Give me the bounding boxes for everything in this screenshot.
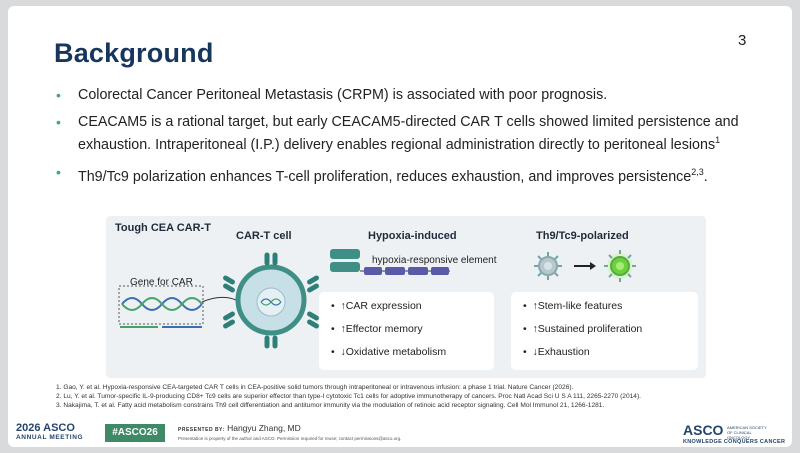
arrow-icon <box>201 296 237 303</box>
meeting-logo: 2026 ASCO ANNUAL MEETING <box>16 422 84 442</box>
hre-construct-icon <box>330 249 450 275</box>
citation-sup: 1 <box>715 135 721 145</box>
car-t-cell-label: CAR-T cell <box>236 230 292 242</box>
figure-graphics <box>118 249 636 349</box>
effect-item: • ↑Effector memory <box>331 323 423 335</box>
copyright-notice: Presentation is property of the author a… <box>178 436 402 441</box>
dna-gene-icon <box>118 285 204 328</box>
presenter-line: PRESENTED BY: Hangyu Zhang, MD <box>178 423 301 433</box>
figure-header: Tough CEA CAR-T <box>115 222 211 234</box>
bullet-end-period: . <box>703 168 708 185</box>
reference-item: 3. Nakajima, T. et al. Fatty acid metabo… <box>56 402 605 410</box>
slide-footer: 2026 ASCO ANNUAL MEETING #ASCO26 PRESENT… <box>8 420 792 447</box>
polarized-effects-card: • ↑Stem-like features • ↑Sustained proli… <box>511 292 698 370</box>
page-number: 3 <box>738 32 747 49</box>
bullet-item: • CEACAM5 is a rational target, but earl… <box>56 113 756 154</box>
slide-title: Background <box>54 38 214 68</box>
effect-item: • ↑Sustained proliferation <box>523 323 643 335</box>
effect-item: • ↑CAR expression <box>331 300 422 312</box>
bullet-dot-icon: • <box>56 114 61 130</box>
slide: Background 3 • Colorectal Cancer Periton… <box>8 6 792 447</box>
polarized-cell-icon <box>604 250 636 282</box>
citation-sup: 2,3 <box>691 166 704 177</box>
hre-label: hypoxia-responsive element <box>372 255 497 266</box>
bullet-dot-icon: • <box>56 163 61 180</box>
arrow-right-icon <box>574 262 596 270</box>
effect-item: • ↓Exhaustion <box>523 346 590 358</box>
hypoxia-title: Hypoxia-induced <box>368 230 457 242</box>
asco-logo: ASCO <box>683 422 724 438</box>
asco-logo-sub: AMERICAN SOCIETY OF CLINICAL ONCOLOGY <box>727 425 767 440</box>
car-t-cell-icon <box>223 252 319 349</box>
effect-item: • ↑Stem-like features <box>523 300 623 312</box>
asco-tagline: KNOWLEDGE CONQUERS CANCER <box>683 439 786 445</box>
reference-item: 1. Gao, Y. et al. Hypoxia-responsive CEA… <box>56 384 574 391</box>
naive-cell-icon <box>534 252 562 280</box>
polarized-title: Th9/Tc9-polarized <box>536 230 629 242</box>
bullet-text: Colorectal Cancer Peritoneal Metastasis … <box>78 87 608 103</box>
bullet-item: • Colorectal Cancer Peritoneal Metastasi… <box>56 86 756 104</box>
hashtag-badge: #ASCO26 <box>105 424 165 442</box>
gene-for-car-label: Gene for CAR <box>130 277 193 288</box>
effect-item: • ↓Oxidative metabolism <box>331 346 447 358</box>
presenter-name: Hangyu Zhang, MD <box>227 423 301 433</box>
bullet-text: Th9/Tc9 polarization enhances T-cell pro… <box>78 168 692 185</box>
hypoxia-effects-card: • ↑CAR expression • ↑Effector memory • ↓… <box>319 292 494 370</box>
references: 1. Gao, Y. et al. Hypoxia-responsive CEA… <box>56 383 641 411</box>
bullet-dot-icon: • <box>56 87 61 103</box>
reference-item: 2. Lu, Y. et al. Tumor-specific IL-9-pro… <box>56 393 642 401</box>
bullet-text: CEACAM5 is a rational target, but early … <box>78 114 739 153</box>
bullet-item: • Th9/Tc9 polarization enhances T-cell p… <box>56 163 756 186</box>
bullet-list: • Colorectal Cancer Peritoneal Metastasi… <box>56 86 756 195</box>
car-t-figure: Tough CEA CAR-T CAR-T cell Hypoxia-induc… <box>106 216 706 378</box>
